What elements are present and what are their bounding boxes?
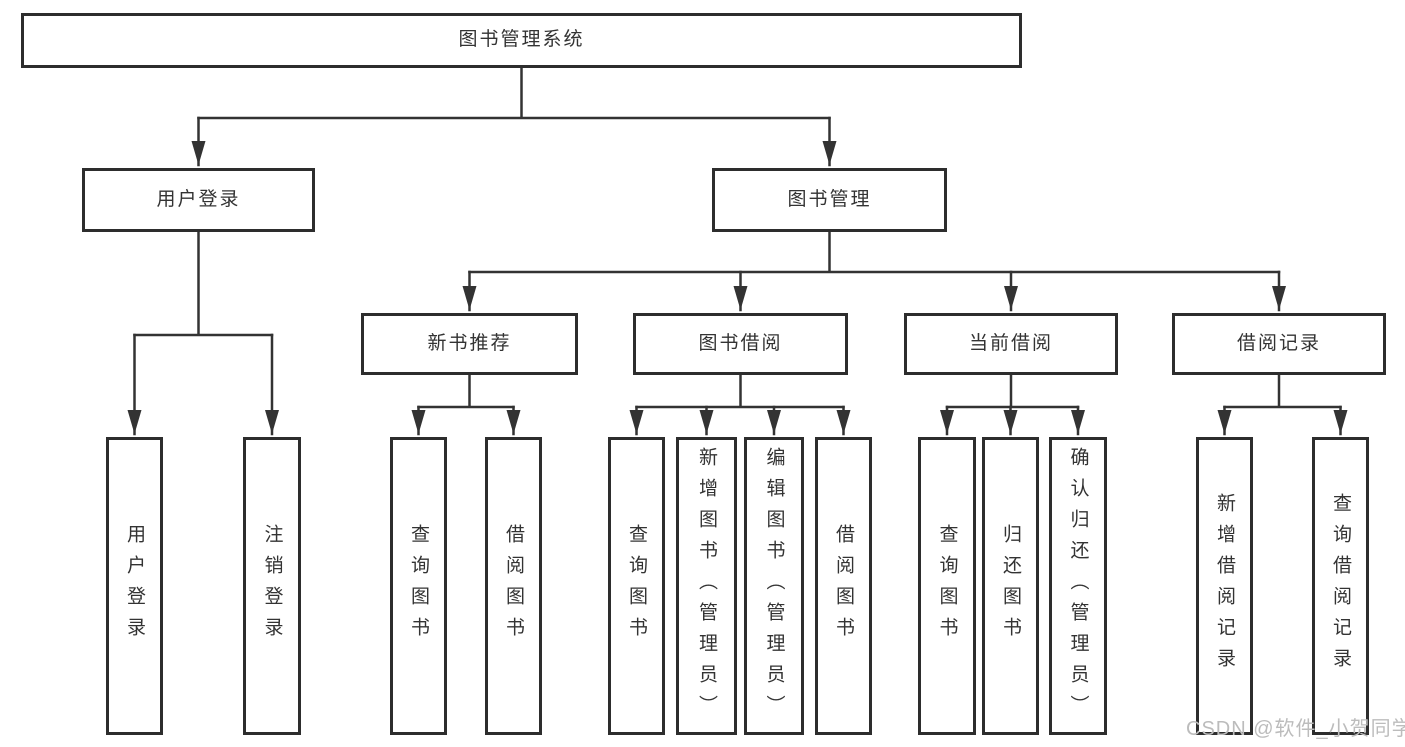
node-label: 用户登录	[124, 524, 145, 648]
leaf-edit-book-admin: 编辑图书（管理员）	[744, 437, 804, 735]
leaf-borrow-book-recommend: 借阅图书	[485, 437, 542, 735]
node-label: 图书管理系统	[458, 29, 585, 51]
node-label: 借阅记录	[1236, 332, 1321, 354]
node-borrow-record: 借阅记录	[1172, 313, 1386, 375]
node-new-book-recommend: 新书推荐	[361, 313, 578, 375]
node-label: 新书推荐	[427, 332, 512, 354]
csdn-watermark: CSDN @软件_小贺同学	[1186, 718, 1405, 740]
node-label: 注销登录	[261, 524, 283, 648]
leaf-query-book-current: 查询图书	[918, 437, 976, 735]
leaf-logout-login: 注销登录	[243, 437, 301, 735]
leaf-add-borrow-record: 新增借阅记录	[1196, 437, 1253, 735]
node-current-borrow: 当前借阅	[904, 313, 1118, 375]
node-user-login: 用户登录	[82, 168, 315, 232]
node-label: 用户登录	[156, 188, 241, 210]
node-label: 当前借阅	[968, 332, 1053, 354]
leaf-confirm-return-admin: 确认归还（管理员）	[1049, 437, 1107, 735]
node-label: 编辑图书（管理员）	[763, 446, 785, 726]
node-label: 新增图书（管理员）	[696, 446, 717, 726]
leaf-query-book-borrow: 查询图书	[608, 437, 665, 735]
node-label: 确认归还（管理员）	[1067, 446, 1089, 726]
node-label: 新增借阅记录	[1214, 493, 1235, 679]
node-label: 图书管理	[787, 188, 872, 210]
node-label: 查询图书	[626, 524, 647, 648]
leaf-query-book-recommend: 查询图书	[390, 437, 447, 735]
leaf-query-borrow-record: 查询借阅记录	[1312, 437, 1369, 735]
leaf-user-login: 用户登录	[106, 437, 163, 735]
leaf-add-book-admin: 新增图书（管理员）	[676, 437, 737, 735]
node-label: 借阅图书	[833, 524, 854, 648]
node-label: 借阅图书	[503, 524, 524, 648]
leaf-borrow-book: 借阅图书	[815, 437, 872, 735]
node-root-library-system: 图书管理系统	[21, 13, 1022, 68]
node-label: 查询借阅记录	[1330, 493, 1351, 679]
leaf-return-book: 归还图书	[982, 437, 1039, 735]
node-book-management: 图书管理	[712, 168, 947, 232]
node-label: 查询图书	[408, 524, 429, 648]
node-label: 归还图书	[1000, 524, 1021, 648]
node-label: 图书借阅	[698, 332, 783, 354]
node-label: 查询图书	[936, 524, 958, 648]
node-book-borrow: 图书借阅	[633, 313, 848, 375]
